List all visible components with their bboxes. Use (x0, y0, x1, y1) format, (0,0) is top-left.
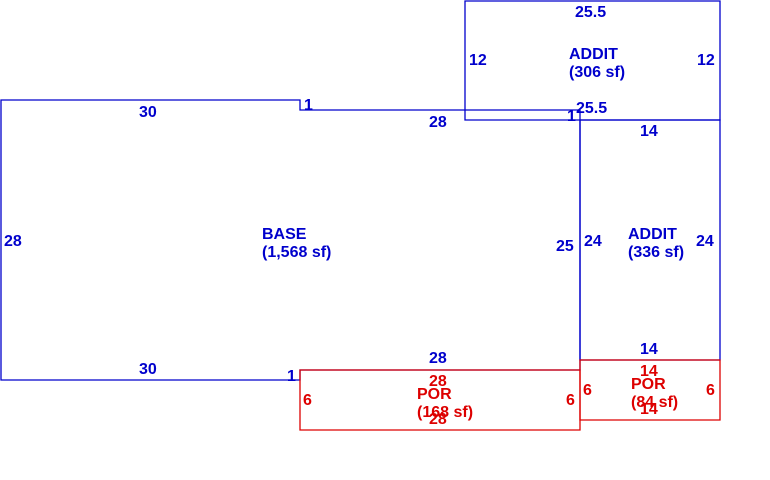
addit-top-dim-step: 1 (567, 108, 576, 125)
por-right-area-label: (84 sf) (631, 394, 678, 411)
por-right-dim-top: 14 (640, 363, 658, 380)
base-dim-bottom-right: 28 (429, 350, 447, 367)
por-right-dim-right: 6 (706, 382, 715, 399)
addit-right-dim-right: 24 (696, 233, 714, 250)
addit-right-dim-top: 14 (640, 123, 658, 140)
base-dim-top-right: 28 (429, 114, 447, 131)
addit-right-name-label: ADDIT (628, 226, 677, 243)
por-left-area-label: (168 sf) (417, 404, 473, 421)
addit-top-dim-top: 25.5 (575, 4, 606, 21)
por-left-name-label: POR (417, 386, 452, 403)
por-left-dim-top: 28 (429, 373, 447, 390)
addit-top-dim-left: 12 (469, 52, 487, 69)
addit-right-dim-bottom: 14 (640, 341, 658, 358)
addit-right-dim-left: 24 (584, 233, 602, 250)
por-right-dim-left: 6 (583, 382, 592, 399)
por-right-dim-bottom: 14 (640, 401, 658, 418)
base-area-label: (1,568 sf) (262, 244, 331, 261)
addit-top-name-label: ADDIT (569, 46, 618, 63)
por-left-outline (299, 369, 581, 431)
por-left-dim-left: 6 (303, 392, 312, 409)
base-dim-bottom-left: 30 (139, 361, 157, 378)
por-left-dim-bottom: 28 (429, 411, 447, 428)
base-dim-right: 25 (556, 238, 574, 255)
base-dim-step: 1 (304, 97, 313, 114)
por-right-outline (579, 359, 721, 421)
base-dim-left: 28 (4, 233, 22, 250)
addit-right-area-label: (336 sf) (628, 244, 684, 261)
base-dim-bottom-step: 1 (287, 368, 296, 385)
addit-top-dim-right: 12 (697, 52, 715, 69)
por-left-dim-right: 6 (566, 392, 575, 409)
base-name-label: BASE (262, 226, 307, 243)
addit-top-dim-bottom: 25.5 (576, 100, 607, 117)
base-dim-top-left: 30 (139, 104, 157, 121)
por-right-name-label: POR (631, 376, 666, 393)
addit-top-area-label: (306 sf) (569, 64, 625, 81)
